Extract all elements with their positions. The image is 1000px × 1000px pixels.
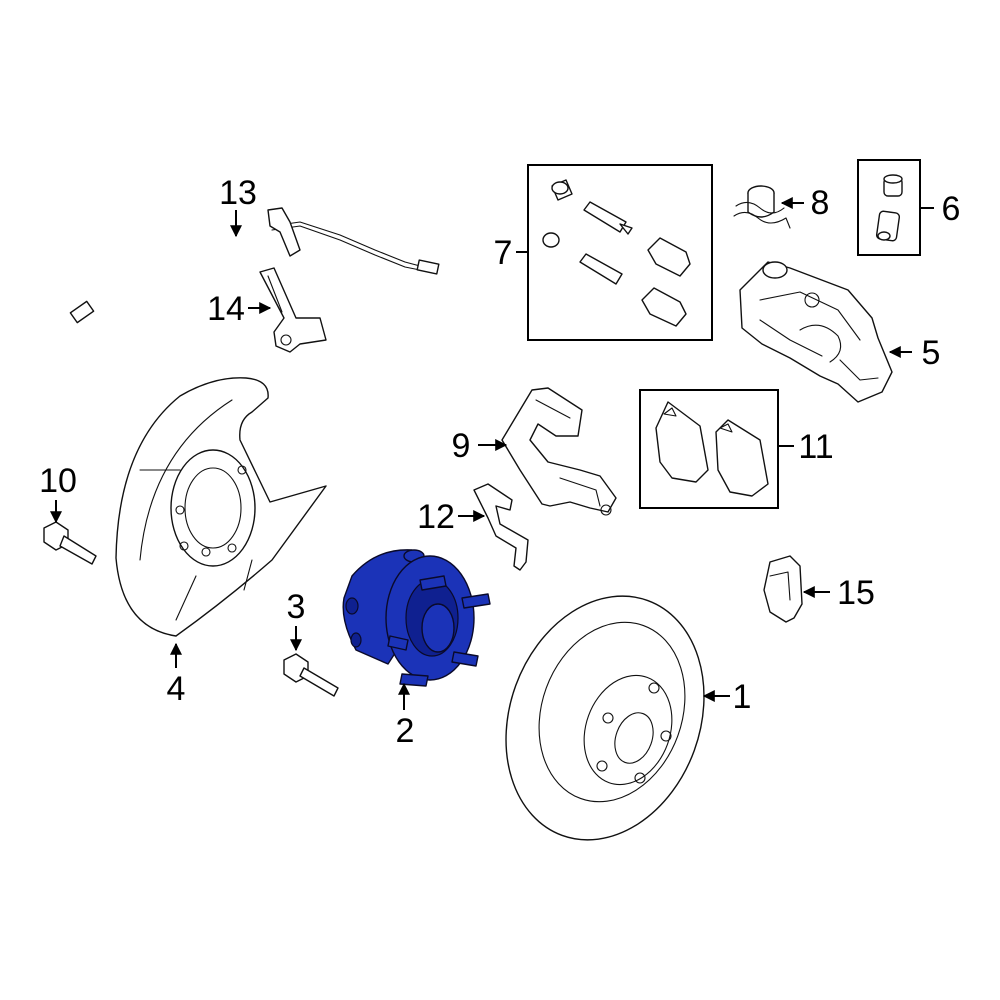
part-9-caliper-bracket[interactable] [501,387,617,516]
part-11-brake-pads[interactable] [639,389,779,509]
part-12-clip[interactable] [473,483,529,571]
callout-13: 13 [219,174,257,212]
part-4-dust-shield[interactable] [115,377,327,637]
part-5-caliper[interactable] [739,261,893,403]
callout-9: 9 [452,427,471,465]
callout-7: 7 [494,234,513,272]
part-10-bolt[interactable] [43,521,97,565]
part-14-abs-sensor[interactable] [259,267,327,353]
part-2-hub-assembly[interactable] [342,549,491,687]
callout-11: 11 [798,428,833,466]
callout-8: 8 [811,184,830,222]
part-6-bushings[interactable] [857,159,921,256]
part-3-bolt[interactable] [283,653,339,697]
callout-1: 1 [733,678,752,716]
leader-lines [50,197,934,710]
callout-14: 14 [207,290,245,328]
part-1-brake-rotor[interactable] [473,568,737,868]
callout-labels: 13 14 7 8 6 5 9 11 12 15 10 4 3 2 1 [39,174,960,750]
callout-15: 15 [837,574,875,612]
callout-6: 6 [942,190,961,228]
part-11-box [639,389,779,509]
part-8-spring[interactable] [733,185,791,229]
callout-5: 5 [922,334,941,372]
callout-4: 4 [167,670,186,708]
callout-12: 12 [417,498,455,536]
callout-3: 3 [287,588,306,626]
part-15-sensor[interactable] [763,555,803,623]
part-7-hardware-kit[interactable] [527,164,713,341]
callout-2: 2 [396,712,415,750]
part-13-brake-hose[interactable] [69,207,440,324]
callout-10: 10 [39,462,77,500]
